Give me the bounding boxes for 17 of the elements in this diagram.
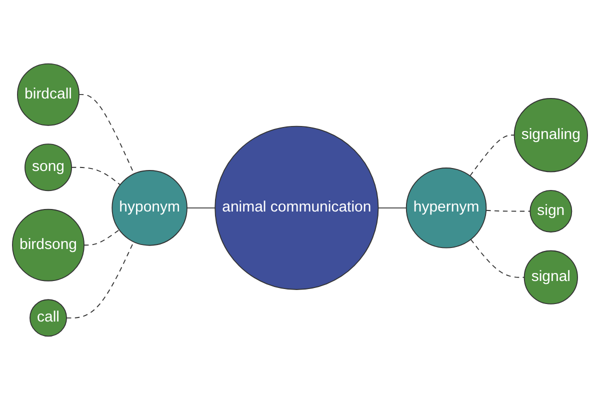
node-circle: hyponym xyxy=(112,170,188,246)
connector xyxy=(378,207,407,208)
node-circle: signaling xyxy=(514,98,588,172)
node-circle: song xyxy=(24,144,72,192)
node-circle: animal communication xyxy=(214,126,379,290)
node-circle: sign xyxy=(530,190,572,232)
connector xyxy=(470,238,525,278)
connector xyxy=(84,229,120,246)
connector xyxy=(470,134,515,176)
node-circle: birdcall xyxy=(17,63,80,126)
node-circle: signal xyxy=(524,250,578,304)
node-circle: hypernym xyxy=(406,168,487,248)
connector xyxy=(486,210,531,212)
connector xyxy=(71,166,121,186)
connector xyxy=(186,207,216,208)
node-circle: call xyxy=(30,299,67,337)
node-circle: birdsong xyxy=(12,208,84,282)
